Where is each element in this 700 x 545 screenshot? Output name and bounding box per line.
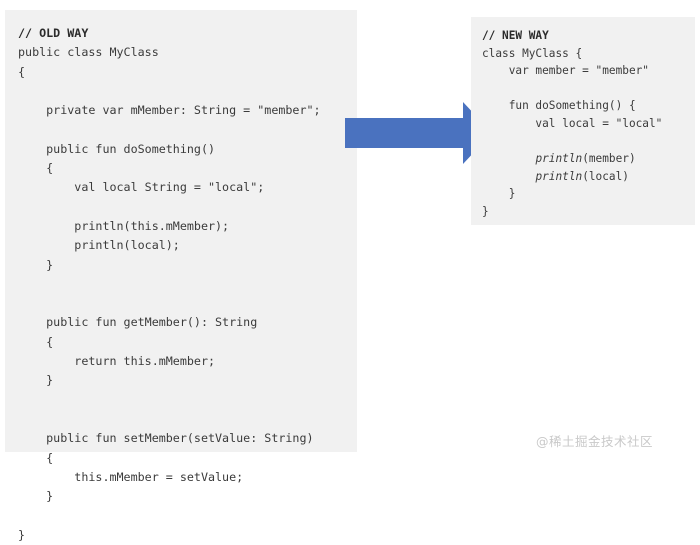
old-code-line (18, 120, 357, 139)
new-code-line: class MyClass { (482, 46, 583, 60)
old-code-line: println(local); (18, 238, 180, 253)
new-code-line (482, 133, 695, 151)
old-code-line: public fun setMember(setValue: String) (18, 431, 314, 446)
new-code-line: } (482, 187, 516, 201)
old-code-line: println(this.mMember); (18, 218, 230, 233)
arrow-right-icon (345, 102, 492, 164)
old-code-line (18, 410, 357, 429)
new-code-line: var member = "member" (482, 64, 649, 78)
old-code-line: public fun doSomething() (18, 141, 216, 156)
old-code-line (18, 198, 357, 217)
new-code-line: println(member) (535, 152, 636, 166)
old-code-line (18, 82, 357, 101)
old-code-line: this.mMember = setValue; (18, 469, 244, 484)
new-code-line: fun doSomething() { (482, 99, 636, 113)
old-code-line: { (18, 450, 54, 465)
old-code-line: { (18, 64, 26, 79)
old-code-line: private var mMember: String = "member"; (18, 103, 321, 118)
new-code-line: println(local) (535, 169, 629, 183)
old-code-line (18, 506, 357, 525)
old-code-line: { (18, 161, 54, 176)
function-name: println (535, 169, 583, 183)
new-way-code-panel: // NEW WAY class MyClass { var member = "… (471, 17, 695, 225)
old-code-line (18, 294, 357, 313)
old-code-line (18, 391, 357, 410)
old-code-line: // OLD WAY (18, 26, 89, 40)
old-way-code-panel: // OLD WAY public class MyClass { private … (5, 10, 357, 542)
function-name: println (535, 152, 583, 166)
old-code-line: } (18, 489, 54, 504)
old-code-line: public class MyClass (18, 45, 159, 60)
transformation-arrow (345, 100, 493, 166)
old-code-line: public fun getMember(): String (18, 315, 258, 330)
old-code-line: { (18, 334, 54, 349)
new-code-line: } (482, 204, 489, 218)
old-code-line: return this.mMember; (18, 354, 216, 369)
old-code-line (18, 275, 357, 294)
old-code-line: } (18, 373, 54, 388)
new-code-line: val local = "local" (482, 116, 663, 130)
old-code-line: val local String = "local"; (18, 180, 265, 195)
new-code-line (482, 80, 695, 98)
old-code-line: } (18, 527, 26, 542)
watermark-label: @稀土掘金技术社区 (536, 434, 654, 449)
old-code-line: } (18, 257, 54, 272)
new-code-line: // NEW WAY (482, 29, 549, 42)
